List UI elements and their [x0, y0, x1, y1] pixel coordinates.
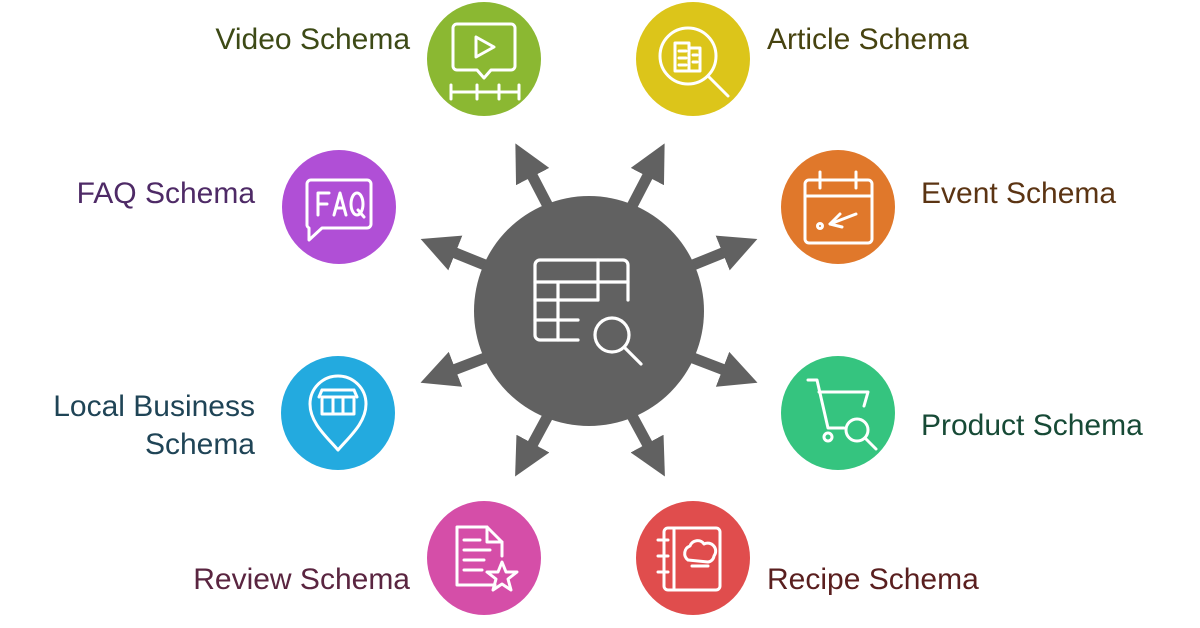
store-pin-icon [308, 374, 368, 452]
event-circle [781, 150, 895, 264]
node-review [427, 501, 541, 615]
article-search-icon [658, 26, 730, 98]
hub [474, 196, 704, 426]
node-video [427, 2, 541, 116]
article-circle [636, 2, 750, 116]
recipe-schema-label: Recipe Schema [767, 563, 979, 596]
video-schema-label: Video Schema [215, 23, 410, 56]
table-search-icon [533, 258, 643, 366]
recipe-book-icon [656, 526, 722, 592]
arrow-down-left [515, 409, 555, 477]
review-circle [427, 501, 541, 615]
node-faq [282, 150, 396, 264]
arrow-left-up [420, 235, 488, 271]
article-schema-label: Article Schema [767, 23, 969, 56]
arrow-right-up [690, 235, 758, 271]
arrow-left-down [420, 351, 487, 387]
faq-schema-label: FAQ Schema [76, 177, 255, 210]
product-circle [781, 356, 895, 470]
arrow-down-right [625, 409, 665, 477]
node-product [781, 356, 895, 470]
node-recipe [636, 501, 750, 615]
node-event [781, 150, 895, 264]
document-star-icon [455, 525, 519, 592]
review-schema-label: Review Schema [193, 563, 410, 596]
calendar-icon [803, 170, 874, 245]
node-local-business [281, 356, 395, 470]
arrow-right-down [691, 351, 758, 387]
hub-circle [474, 196, 704, 426]
faq-bubble-icon [305, 178, 373, 242]
cart-search-icon [806, 378, 878, 451]
local-business-schema-label: Local Business Schema [53, 390, 255, 461]
event-schema-label: Event Schema [921, 177, 1117, 210]
node-article [636, 2, 750, 116]
arrow-up-left [515, 143, 555, 213]
hub-arrows [420, 143, 758, 477]
product-schema-label: Product Schema [921, 409, 1143, 442]
video-play-icon [449, 22, 521, 101]
video-circle [427, 2, 541, 116]
recipe-circle [636, 501, 750, 615]
arrow-up-right [625, 143, 665, 213]
